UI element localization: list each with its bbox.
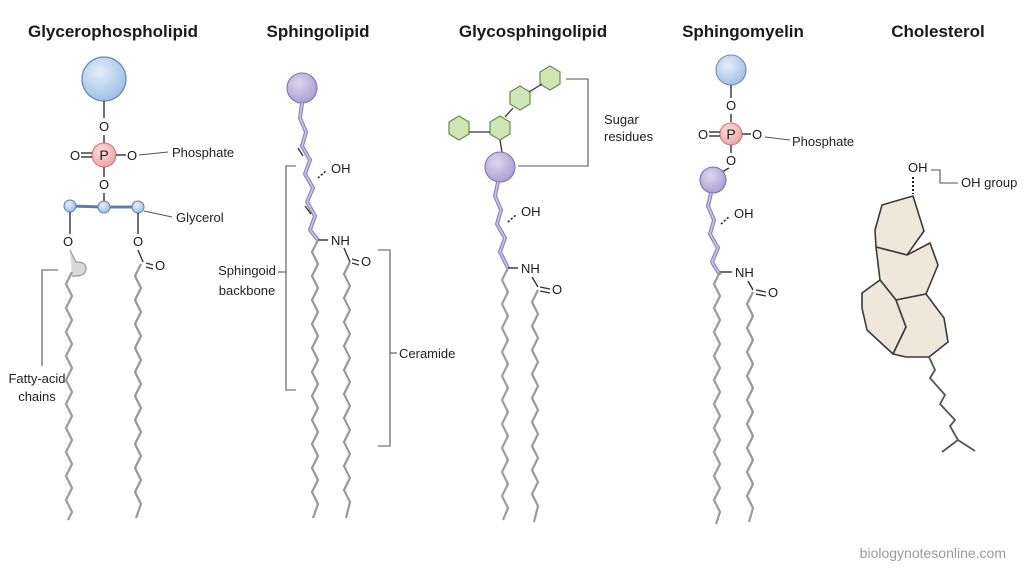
title-sphingomyelin: Sphingomyelin xyxy=(682,22,804,41)
atom-nh: NH xyxy=(331,233,350,248)
head-group-sphere xyxy=(81,56,127,102)
atom-nh: NH xyxy=(735,265,754,280)
sphingoid-head-sphere xyxy=(286,72,318,104)
atom-oh: OH xyxy=(734,206,754,221)
atom-o-bottom: O xyxy=(99,177,109,192)
cholesterol-side-chain xyxy=(928,356,976,453)
glyco-sphingoid-chain xyxy=(500,267,510,521)
choline-head-sphere xyxy=(715,54,747,86)
atom-o-ester-left: O xyxy=(63,234,73,249)
atom-o-top: O xyxy=(99,119,109,134)
atom-oh: OH xyxy=(331,161,351,176)
label-glycerol: Glycerol xyxy=(176,210,224,225)
label-sugar-line1: Sugar xyxy=(604,112,639,127)
atom-o-bottom: O xyxy=(726,153,736,168)
sugar-residue-1 xyxy=(448,115,470,141)
atom-o-left: O xyxy=(698,127,708,142)
sugar-residue-4 xyxy=(539,65,561,91)
atom-o-carbonyl: O xyxy=(552,282,562,297)
glycerol-carbon-3 xyxy=(131,200,145,214)
fatty-acid-chain-1 xyxy=(64,271,74,521)
steroid-ring-a xyxy=(874,195,925,256)
sphingomyelin-fatty-acid-chain xyxy=(745,291,755,523)
label-phosphate: Phosphate xyxy=(792,134,854,149)
glyco-fatty-acid-chain xyxy=(530,289,540,523)
glycosphingolipid-structure: OH NH O Sugar residues xyxy=(448,65,654,523)
label-ceramide: Ceramide xyxy=(399,346,455,361)
label-phosphate: Phosphate xyxy=(172,145,234,160)
glycerol-carbon-1 xyxy=(63,199,77,213)
atom-p: P xyxy=(99,147,108,163)
glycerophospholipid-structure: O P O O O Phosphate Glycerol O O O xyxy=(8,56,234,521)
cholesterol-structure: OH OH group xyxy=(861,160,1017,453)
atom-o-carbonyl: O xyxy=(361,254,371,269)
sphingomyelin-sphingoid-chain xyxy=(712,271,722,525)
title-sphingolipid: Sphingolipid xyxy=(267,22,370,41)
amide-fatty-acid-chain xyxy=(342,261,352,519)
glyco-head-sphere xyxy=(484,151,516,183)
atom-p: P xyxy=(726,126,735,142)
atom-o-right: O xyxy=(127,148,137,163)
atom-o-carbonyl: O xyxy=(155,258,165,273)
sphingolipid-structure: OH NH O Sphingoid backbone Ceramide xyxy=(218,72,455,519)
label-fatty-acid-line1: Fatty-acid xyxy=(8,371,65,386)
atom-o-ester-right: O xyxy=(133,234,143,249)
watermark: biologynotesonline.com xyxy=(860,545,1006,561)
label-sugar-line2: residues xyxy=(604,129,654,144)
label-oh-group: OH group xyxy=(961,175,1017,190)
title-cholesterol: Cholesterol xyxy=(891,22,985,41)
sphingomyelin-sphingoid-sphere xyxy=(699,166,727,194)
sphingoid-chain xyxy=(310,239,320,519)
sugar-residue-2 xyxy=(489,115,511,141)
label-sphingoid-line2: backbone xyxy=(219,283,275,298)
atom-nh: NH xyxy=(521,261,540,276)
atom-o-right: O xyxy=(752,127,762,142)
glycerol-carbon-2 xyxy=(97,200,111,214)
sphingomyelin-structure: O P O O Phosphate O OH NH O xyxy=(698,54,854,525)
atom-o-top: O xyxy=(726,98,736,113)
fatty-acid-chain-2 xyxy=(133,263,143,519)
title-glycerophospholipid: Glycerophospholipid xyxy=(28,22,198,41)
label-sphingoid-line1: Sphingoid xyxy=(218,263,276,278)
atom-oh: OH xyxy=(521,204,541,219)
sugar-residue-3 xyxy=(509,85,531,111)
label-fatty-acid-line2: chains xyxy=(18,389,56,404)
title-glycosphingolipid: Glycosphingolipid xyxy=(459,22,607,41)
atom-o-left: O xyxy=(70,148,80,163)
atom-o-carbonyl: O xyxy=(768,285,778,300)
atom-oh: OH xyxy=(908,160,928,175)
